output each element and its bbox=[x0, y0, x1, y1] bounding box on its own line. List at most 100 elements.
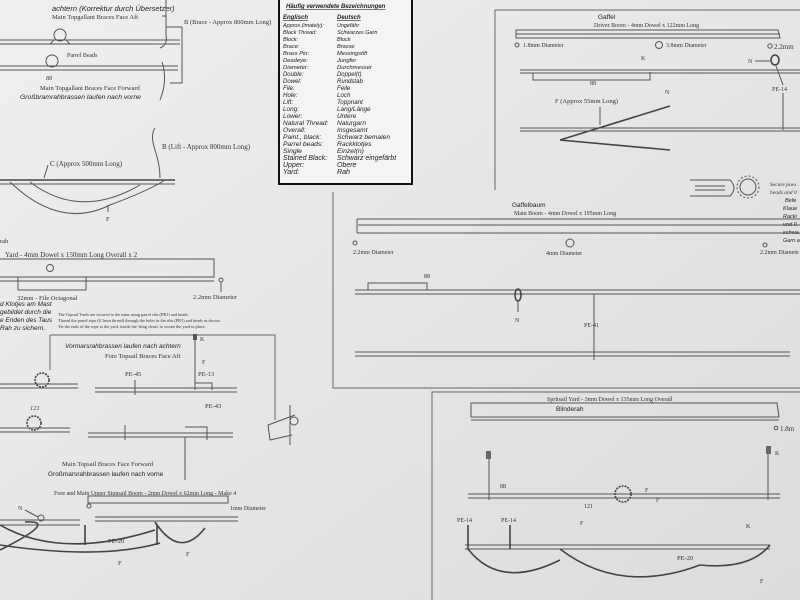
glossary-en-term: Approx.(imately): bbox=[282, 23, 324, 29]
gaffel-diameter-2: 3.8mm Diameter bbox=[666, 43, 707, 49]
spritsail-121: 121 bbox=[584, 504, 593, 510]
glossary-de-term: Loch bbox=[337, 92, 351, 99]
glossary-en-term: Yard: bbox=[283, 168, 299, 176]
glossary-de-term: Untere bbox=[337, 113, 357, 120]
gaffel-f-label: F (Approx 55mm Long) bbox=[555, 98, 618, 105]
glossary-de-term: Toppnant bbox=[337, 99, 363, 106]
glossary-en-term: Block: bbox=[283, 37, 299, 43]
gaffelbaum-diameter-2: 4mm Diameter bbox=[546, 251, 582, 257]
stunsail-f1: F bbox=[118, 560, 122, 567]
glossary-de-term: Doppel(t) bbox=[337, 72, 362, 78]
gaffel-title: Driver Boom - 4mm Dowel x 122mm Long bbox=[594, 23, 699, 29]
main-topsail-forward-de: Großmarsrahbrassen laufen nach vorne bbox=[48, 471, 164, 478]
topsail-note-de: d Klotjes am Mast bbox=[0, 301, 53, 308]
glossary-de-term: Ungefähr bbox=[337, 23, 359, 29]
spritsail-f1: F bbox=[645, 488, 649, 494]
main-topsail-forward: Main Topsail Braces Face Forward bbox=[62, 461, 154, 468]
glossary-de-term: Jungfer bbox=[336, 58, 357, 64]
glossary-en-term: Stained Black: bbox=[283, 155, 327, 162]
spritsail-pe20: PE-20 bbox=[677, 555, 693, 562]
spritsail-pe14a: PE-14 bbox=[457, 518, 472, 524]
glossary-en-term: Deadeye: bbox=[283, 58, 308, 64]
jaws-note-de: Garn a bbox=[783, 238, 800, 244]
stunsail-section: Fore and Main Upper Stunsail Boom - 2mm … bbox=[0, 491, 266, 567]
jaws-diameter: 2.2mm Diamete bbox=[760, 250, 799, 256]
glossary-de-term: Schwarzes Garn bbox=[337, 30, 377, 36]
glossary-de-term: Messingstift bbox=[337, 51, 368, 57]
topsail-file-label: 32mm - File Octagonal bbox=[17, 295, 78, 302]
glossary-de-term: Block bbox=[337, 37, 351, 43]
topsail-note-de: gebildet durch die bbox=[0, 309, 52, 316]
glossary-en-term: Overall: bbox=[283, 127, 306, 134]
spritsail-section: Spritsail Yard - 3mm Dowel x 135mm Long … bbox=[431, 391, 800, 600]
fore-topsail-aft: Fore Topsail Braces Face Aft bbox=[105, 353, 181, 360]
topsail-note-en: Thread the parrel rope (0.1mm thread) th… bbox=[58, 318, 221, 323]
gaffelbaum-n: N bbox=[515, 318, 520, 324]
topgallant-face-aft: Main Topgallant Braces Face Aft bbox=[52, 14, 138, 21]
glossary-en-term: Parrel beads: bbox=[283, 141, 323, 148]
stunsail-pe20: PE-20 bbox=[108, 538, 124, 545]
pe43-label: PE-43 bbox=[205, 403, 221, 410]
glossary-en-term: Long: bbox=[283, 106, 299, 113]
topsail-k: K bbox=[200, 337, 205, 343]
gaffelbaum-title: Main Boom - 4mm Dowel x 195mm Long bbox=[514, 211, 616, 217]
glossary-de-term: Insgesamt bbox=[337, 127, 369, 134]
spritsail-diameter: 1.8m bbox=[780, 425, 795, 433]
gaffel-part-88: 88 bbox=[590, 81, 596, 87]
spritsail-k2: K bbox=[746, 524, 751, 530]
glossary-en-term: Brace: bbox=[283, 44, 300, 50]
glossary-col-de: Deutsch bbox=[337, 15, 361, 21]
spritsail-f4: F bbox=[760, 579, 764, 585]
topsail-section: rah Yard - 4mm Dowel x 150mm Long Overal… bbox=[0, 238, 299, 480]
glossary-de-term: Lang/Länge bbox=[337, 106, 371, 113]
spritsail-f3: F bbox=[580, 521, 584, 527]
glossary-en-term: Lift: bbox=[283, 99, 293, 106]
gaffelbaum-pe41: PE-41 bbox=[584, 323, 599, 329]
gaffel-k: K bbox=[641, 56, 646, 62]
jaws-note-de: Racki bbox=[783, 214, 798, 220]
parrel-beads-icon bbox=[53, 28, 67, 42]
glossary-de-term: Rundstab bbox=[337, 79, 363, 85]
parrel-beads-label: Parrel Beads bbox=[67, 53, 98, 59]
glossary-de-term: Durchmesser bbox=[337, 65, 373, 71]
gaffel-diameter-1: 1.8mm Diameter bbox=[523, 43, 564, 49]
topgallant-note-de: achtern (Korrektur durch Übersetzer) bbox=[52, 4, 175, 13]
glossary-en-term: Diameter: bbox=[283, 65, 309, 71]
topgallant-section: achtern (Korrektur durch Übersetzer) Mai… bbox=[0, 0, 271, 223]
glossary-de-term: Feile bbox=[337, 85, 351, 92]
glossary-de-term: Brasse bbox=[337, 44, 355, 50]
glossary-en-term: Double: bbox=[283, 72, 304, 78]
stunsail-title: Fore and Main Upper Stunsail Boom - 2mm … bbox=[54, 491, 236, 497]
jaws-note-de: Befe bbox=[785, 198, 796, 204]
glossary-en-term: Lower: bbox=[283, 113, 303, 120]
block-icon bbox=[486, 451, 491, 459]
gaffel-n: N bbox=[748, 59, 753, 65]
gaffelbaum-part-88: 88 bbox=[424, 274, 430, 280]
parrel-beads-icon bbox=[45, 54, 59, 68]
glossary-en-term: Black Thread: bbox=[283, 30, 317, 36]
block-k-icon bbox=[193, 334, 197, 340]
glossary-de-term: Obere bbox=[337, 162, 357, 169]
glossary-en-term: Dowel: bbox=[283, 79, 302, 85]
gaffelbaum-name: Gaffelbaum bbox=[512, 202, 545, 209]
c-length-label: C (Approx 500mm Long) bbox=[50, 160, 123, 168]
topgallant-face-forward: Main Topgallant Braces Face Forward bbox=[40, 85, 141, 92]
glossary-de-term: Naturgarn bbox=[337, 120, 366, 127]
topgallant-face-forward-de: Großbramrahbrassen laufen nach vorne bbox=[20, 94, 141, 101]
glossary-en-term: Hole: bbox=[283, 92, 298, 99]
topgallant-brace-label: B (Brace - Approx 800mm Long) bbox=[184, 19, 271, 26]
topsail-f: F bbox=[202, 360, 206, 366]
spritsail-88: 88 bbox=[500, 484, 506, 490]
f-label: F bbox=[106, 216, 110, 223]
glossary-en-term: Single bbox=[283, 148, 302, 155]
lift-label: B (Lift - Approx 800mm Long) bbox=[162, 143, 251, 151]
spritsail-f2: F bbox=[656, 498, 660, 504]
gaffelbaum-section: Gaffelbaum Main Boom - 4mm Dowel x 195mm… bbox=[332, 192, 800, 389]
glossary-de-term: Rackklotjes bbox=[337, 141, 372, 148]
glossary-col-en: Englisch bbox=[283, 15, 308, 21]
gaffel-section: Gaffel Driver Boom - 4mm Dowel x 122mm L… bbox=[494, 9, 800, 256]
glossary-en-term: Natural Thread: bbox=[283, 120, 328, 127]
pe13-label: PE-13 bbox=[198, 371, 214, 378]
glossary-en-term: Paint., black: bbox=[283, 134, 321, 141]
